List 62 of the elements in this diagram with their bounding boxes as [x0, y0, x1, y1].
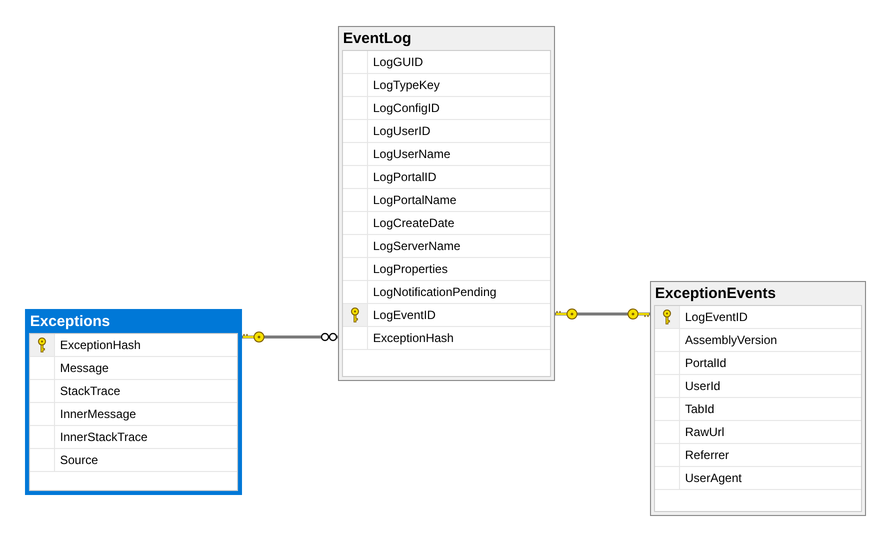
column-name: LogPortalName [373, 193, 456, 207]
table-row [343, 304, 550, 327]
table-row [30, 380, 237, 403]
table-row [30, 334, 237, 357]
column-name: Message [60, 361, 109, 375]
table-row [343, 51, 550, 74]
column-name: Source [60, 453, 98, 467]
table-row [343, 120, 550, 143]
table-box [338, 26, 555, 381]
table-row [655, 375, 861, 398]
column-name: LogServerName [373, 239, 460, 253]
column-name: StackTrace [60, 384, 120, 398]
table-row [343, 212, 550, 235]
table-title: ExceptionEvents [655, 284, 776, 304]
column-name: InnerStackTrace [60, 430, 148, 444]
column-name: AssemblyVersion [685, 333, 778, 347]
table-box [650, 281, 866, 516]
table-row [343, 258, 550, 281]
table-row [343, 235, 550, 258]
column-name: LogEventID [685, 310, 748, 324]
column-name: UserAgent [685, 471, 742, 485]
table-row [343, 74, 550, 97]
table-row [343, 166, 550, 189]
column-name: LogUserName [373, 147, 450, 161]
column-name: PortalId [685, 356, 726, 370]
table-row [655, 329, 861, 352]
table-box [25, 309, 242, 495]
column-name: LogConfigID [373, 101, 440, 115]
table-row [343, 189, 550, 212]
table-row [30, 357, 237, 380]
column-name: InnerMessage [60, 407, 136, 421]
column-name: LogUserID [373, 124, 430, 138]
column-name: LogCreateDate [373, 216, 454, 230]
column-name: LogTypeKey [373, 78, 440, 92]
column-name: LogGUID [373, 55, 424, 69]
table-row [655, 352, 861, 375]
column-name: LogPortalID [373, 170, 436, 184]
table-row [343, 97, 550, 120]
column-name: LogEventID [373, 308, 436, 322]
table-title: Exceptions [30, 312, 110, 332]
table-row [655, 398, 861, 421]
column-name: Referrer [685, 448, 730, 462]
table-row [343, 143, 550, 166]
table-title: EventLog [343, 29, 412, 49]
relationship-line [555, 308, 650, 320]
column-name: LogNotificationPending [373, 285, 496, 299]
column-name: TabId [685, 402, 714, 416]
table-row [655, 444, 861, 467]
column-name: ExceptionHash [60, 338, 141, 352]
table-row [655, 467, 861, 490]
column-name: ExceptionHash [373, 331, 454, 345]
table-row [655, 306, 861, 329]
table-row [30, 426, 237, 449]
table-row [655, 421, 861, 444]
column-name: RawUrl [685, 425, 724, 439]
table-row [343, 327, 550, 350]
table-row [30, 449, 237, 472]
relationship-line [242, 331, 338, 343]
column-name: UserId [685, 379, 720, 393]
column-name: LogProperties [373, 262, 448, 276]
table-row [343, 281, 550, 304]
table-row [30, 403, 237, 426]
